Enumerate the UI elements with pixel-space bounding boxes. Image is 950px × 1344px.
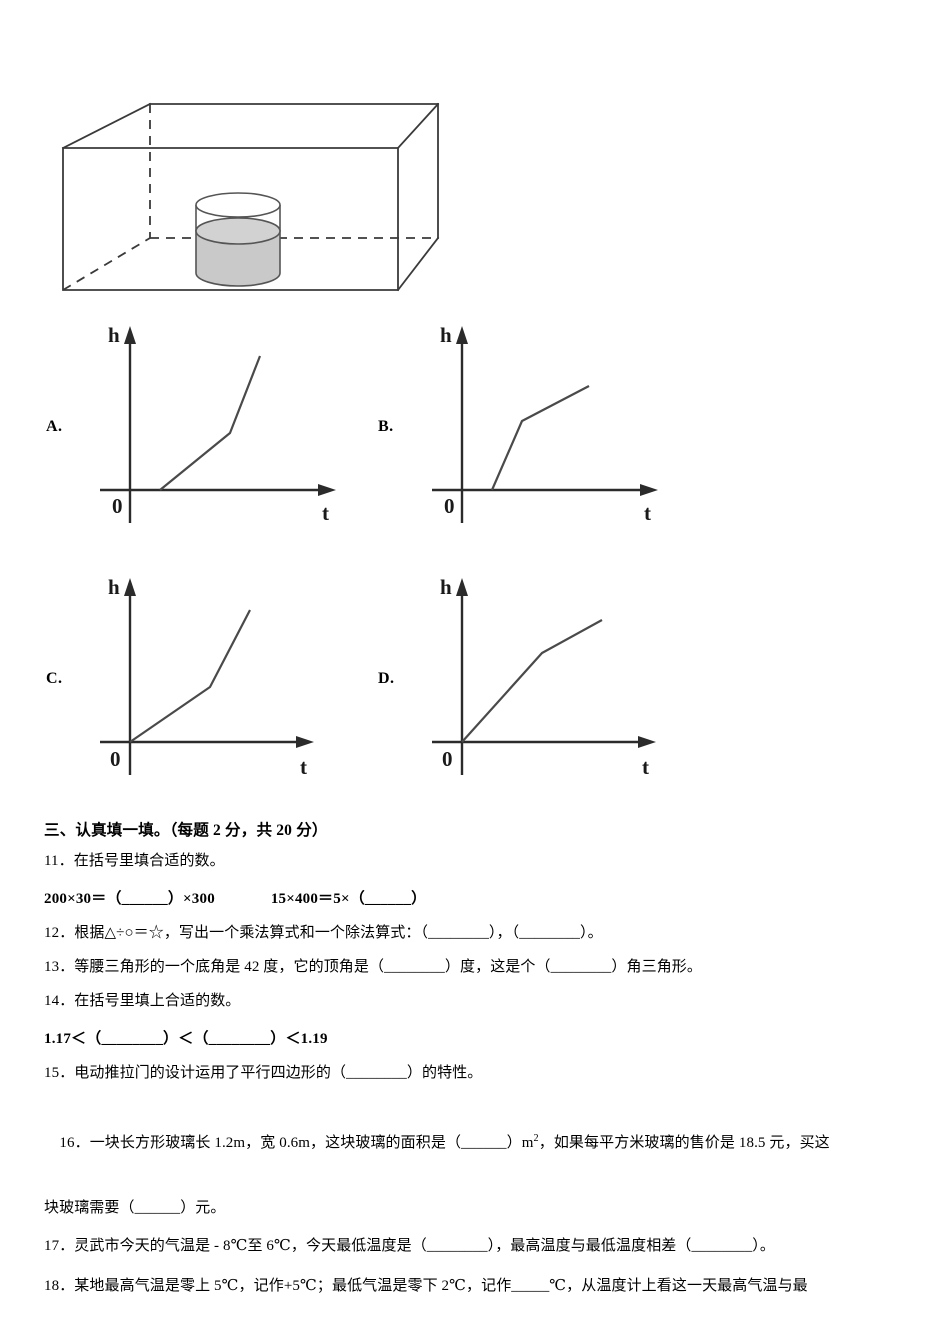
graph-d-origin-label: 0	[442, 747, 453, 771]
graph-d-x-arrowhead	[638, 736, 656, 748]
graph-a-y-label: h	[108, 323, 120, 347]
graph-option-d[interactable]: D. h 0 t	[372, 570, 702, 815]
question-16: 16．一块长方形玻璃长 1.2m，宽 0.6m，这块玻璃的面积是（______）…	[44, 1095, 914, 1191]
question-17: 17．灵武市今天的气温是 - 8℃至 6℃，今天最低温度是（________），…	[44, 1238, 776, 1254]
question-16-superscript: 2	[533, 1133, 539, 1144]
question-15: 15．电动推拉门的设计运用了平行四边形的（________）的特性。	[44, 1065, 483, 1081]
option-letter-d: D.	[378, 670, 395, 687]
question-12: 12．根据△÷○＝☆，写出一个乘法算式和一个除法算式：（________），（_…	[44, 925, 603, 941]
cuboid-figure-svg	[61, 102, 440, 292]
graph-b-x-label: t	[644, 501, 651, 525]
graph-b-x-arrowhead	[640, 484, 658, 496]
graph-d-curve	[461, 619, 603, 743]
graph-b-origin-label: 0	[444, 494, 455, 518]
graph-d-svg: h 0 t	[432, 575, 656, 779]
graph-c-svg: h 0 t	[100, 575, 314, 779]
cuboid-bottom-right-edge	[396, 236, 440, 292]
graph-c-y-arrowhead	[124, 578, 136, 596]
graph-a-x-label: t	[322, 501, 329, 525]
graph-b-curve	[490, 385, 590, 491]
graph-d-y-label: h	[440, 575, 452, 599]
graph-c-x-arrowhead	[296, 736, 314, 748]
cylinder-water-body	[195, 230, 281, 287]
graph-option-b[interactable]: B. h 0 t	[372, 318, 702, 563]
questions-section: 三、认真填一填。（每题 2 分，共 20 分） 11．在括号里填合适的数。 20…	[44, 818, 914, 1302]
graph-option-c[interactable]: C. h 0 t	[40, 570, 370, 815]
graph-b-y-arrowhead	[456, 326, 468, 344]
cuboid-top-left-edge	[61, 102, 152, 150]
graph-b-y-label: h	[440, 323, 452, 347]
cuboid-bottom-left-edge	[62, 237, 151, 291]
cuboid-with-cylinder-figure	[48, 88, 468, 298]
question-14-formula: 1.17＜（________）＜（________）＜1.19	[44, 1031, 328, 1047]
cylinder-water-surface	[195, 217, 281, 245]
graph-option-a[interactable]: A. h 0 t	[40, 318, 370, 563]
question-11-formulas: 200×30＝（______）×300 15×400＝5×（______）	[44, 885, 914, 913]
question-16-part2: ，如果每平方米玻璃的售价是 18.5 元，买这	[538, 1135, 830, 1151]
question-11-formula-left: 200×30＝（______）×300	[44, 891, 215, 907]
graph-a-curve	[159, 355, 262, 491]
cuboid-top-right-edge	[396, 102, 440, 150]
cylinder-container	[195, 192, 281, 287]
graph-c-y-label: h	[108, 575, 120, 599]
cuboid-outline	[61, 102, 440, 292]
question-18: 18．某地最高气温是零上 5℃，记作+5℃；最低气温是零下 2℃，记作_____…	[44, 1278, 808, 1294]
graph-c-curve	[129, 609, 251, 743]
graph-b-svg: h 0 t	[432, 323, 658, 525]
graph-c-x-label: t	[300, 755, 307, 779]
question-14-prompt: 14．在括号里填上合适的数。	[44, 993, 241, 1009]
graph-c-origin-label: 0	[110, 747, 121, 771]
option-letter-c: C.	[46, 670, 63, 687]
section-heading-three: 三、认真填一填。（每题 2 分，共 20 分）	[44, 822, 328, 839]
option-letter-a: A.	[46, 418, 63, 435]
question-16-part1: 16．一块长方形玻璃长 1.2m，宽 0.6m，这块玻璃的面积是（______）…	[59, 1135, 534, 1151]
option-letter-b: B.	[378, 418, 394, 435]
question-11-formula-right: 15×400＝5×（______）	[270, 891, 427, 907]
question-16-continued: 块玻璃需要（______）元。	[44, 1200, 226, 1216]
graph-a-origin-label: 0	[112, 494, 123, 518]
graph-a-x-arrowhead	[318, 484, 336, 496]
question-13: 13．等腰三角形的一个底角是 42 度，它的顶角是（________）度，这是个…	[44, 959, 703, 975]
cylinder-top-rim	[195, 192, 281, 218]
question-11-prompt: 11．在括号里填合适的数。	[44, 853, 225, 869]
graph-d-y-arrowhead	[456, 578, 468, 596]
graph-options-grid: A. h 0 t B.	[40, 318, 720, 808]
graph-a-svg: h 0 t	[100, 323, 336, 525]
graph-a-y-arrowhead	[124, 326, 136, 344]
graph-d-x-label: t	[642, 755, 649, 779]
